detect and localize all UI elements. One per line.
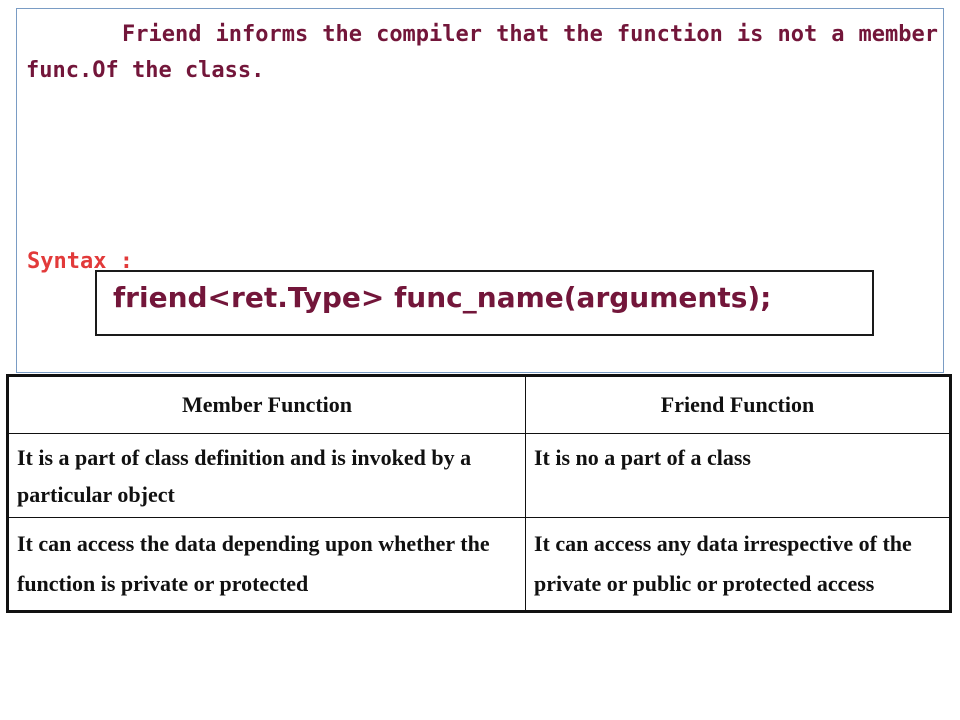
table-row: It can access the data depending upon wh… — [7, 517, 951, 612]
table-header-row: Member Function Friend Function — [7, 375, 951, 434]
syntax-code: friend<ret.Type> func_name(arguments); — [113, 281, 772, 314]
table-cell: It is no a part of a class — [525, 433, 951, 518]
syntax-box — [95, 270, 874, 336]
comparison-table: Member Function Friend Function It is a … — [6, 374, 952, 613]
table-cell: It can access the data depending upon wh… — [7, 517, 526, 612]
intro-paragraph: Friend informs the compiler that the fun… — [26, 22, 938, 83]
table-cell: It is a part of class definition and is … — [7, 433, 526, 518]
header-friend-function: Friend Function — [525, 375, 951, 434]
table-row: It is a part of class definition and is … — [7, 433, 951, 518]
definition-panel — [16, 8, 944, 373]
table-cell: It can access any data irrespective of t… — [525, 517, 951, 612]
syntax-label: Syntax : — [27, 249, 133, 274]
header-member-function: Member Function — [7, 375, 526, 434]
